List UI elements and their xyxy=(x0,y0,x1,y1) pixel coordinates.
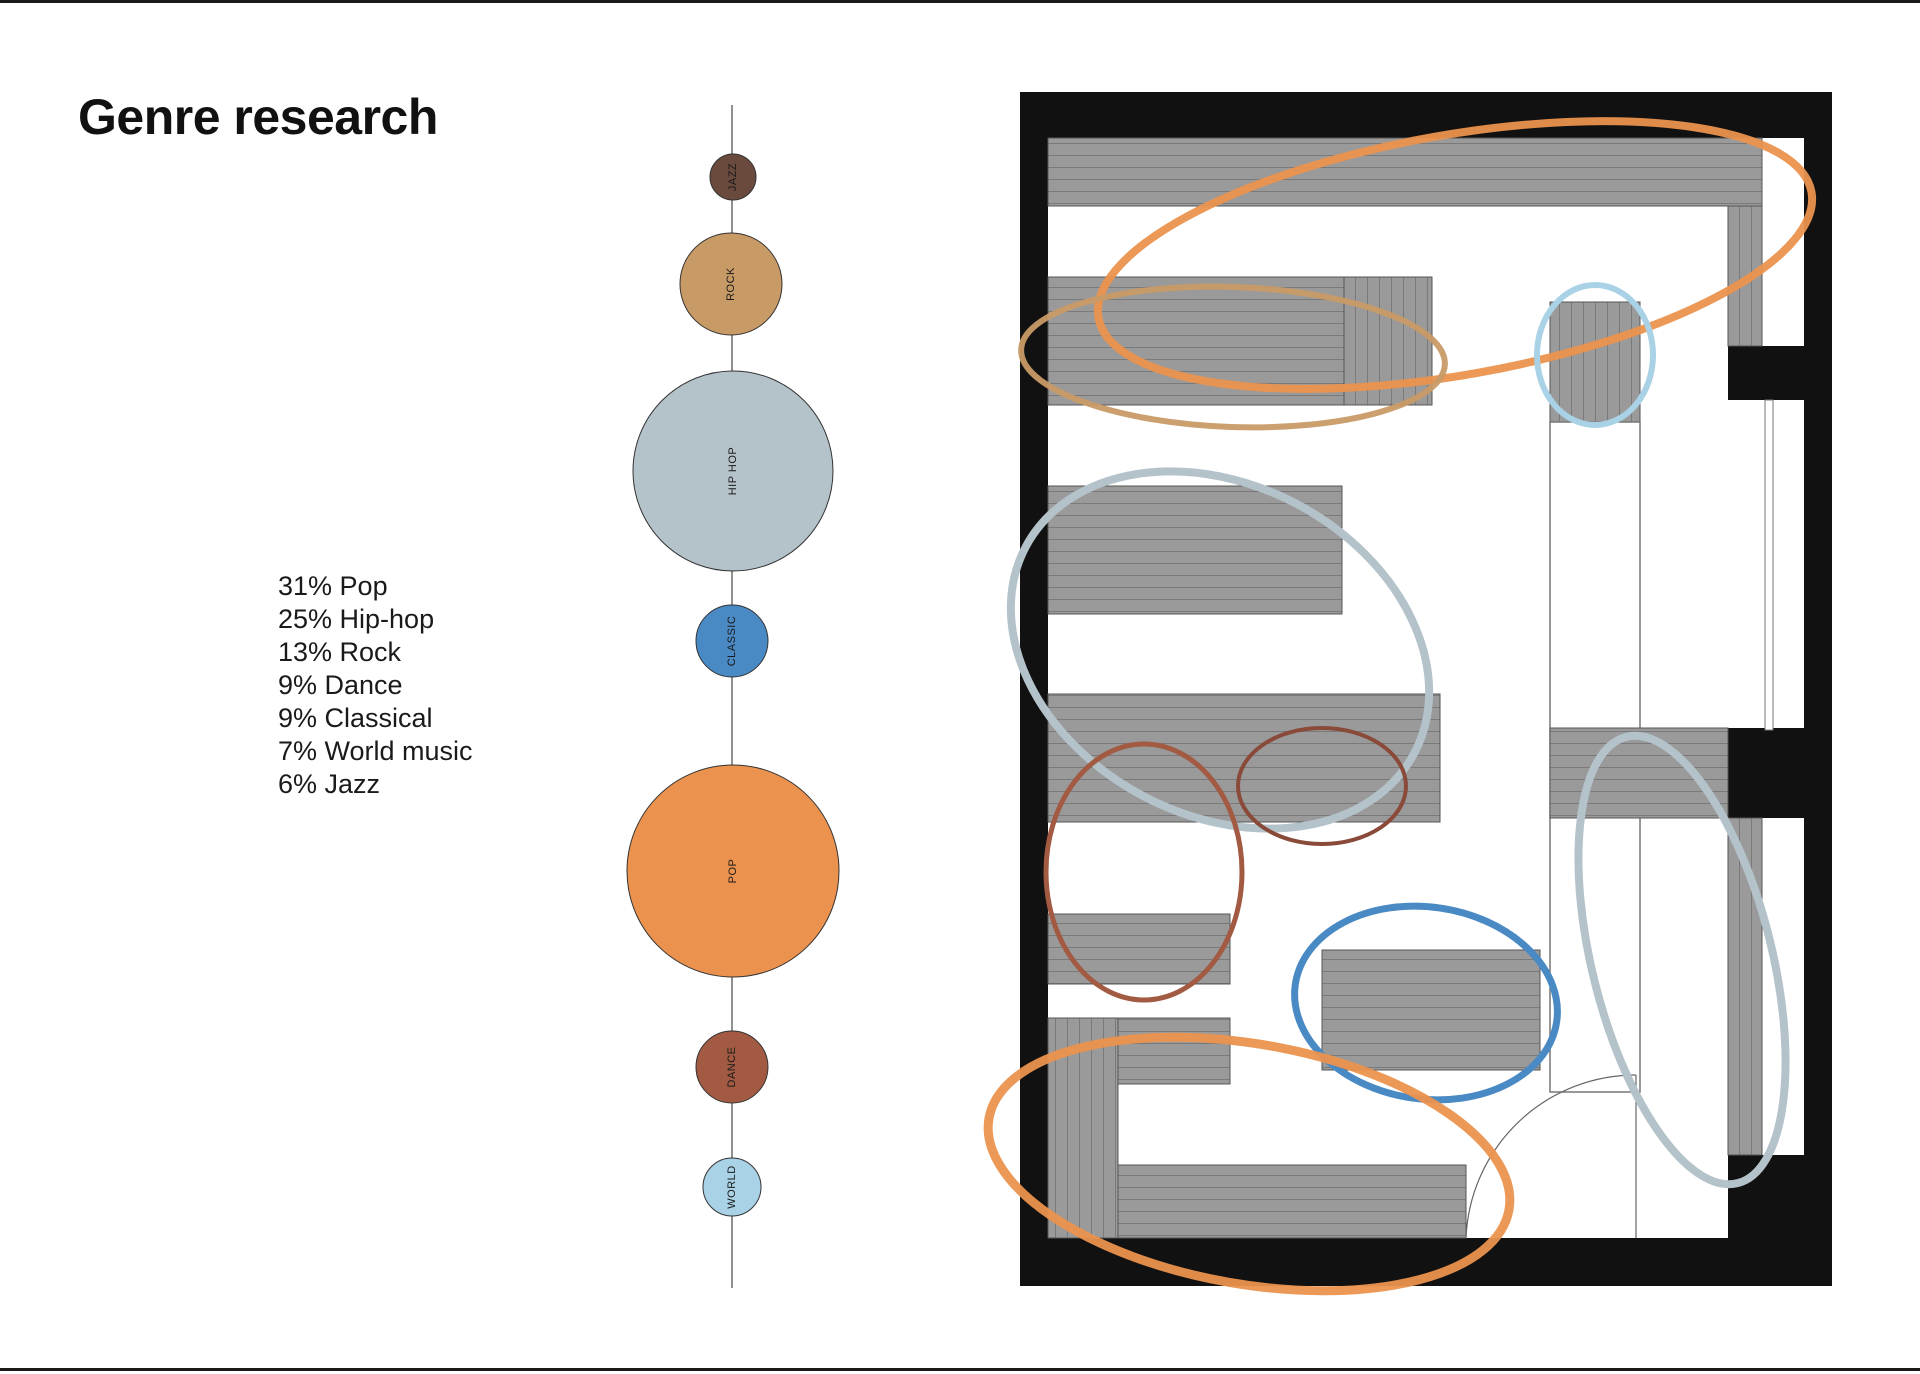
zone-rock xyxy=(1018,283,1448,431)
zone-jazz xyxy=(1236,726,1408,846)
bubble-dance: DANCE xyxy=(695,1030,769,1104)
zone-classic xyxy=(1291,902,1561,1104)
bubble-world: WORLD xyxy=(702,1157,762,1217)
genre-stats-list: 31% Pop 25% Hip-hop 13% Rock 9% Dance 9%… xyxy=(278,570,473,801)
zone-dance xyxy=(1043,741,1245,1003)
bubble-label-jazz: JAZZ xyxy=(727,163,739,191)
bubble-hiphop: HIP HOP xyxy=(632,370,834,572)
stat-dance: 9% Dance xyxy=(278,670,403,700)
bubble-classic: CLASSIC xyxy=(695,604,769,678)
plan-shelves xyxy=(1047,137,1774,1239)
bubble-label-rock: ROCK xyxy=(725,267,737,301)
zone-pop-bottom xyxy=(983,1032,1515,1296)
top-border xyxy=(0,0,1920,3)
bubble-label-classic: CLASSIC xyxy=(726,616,738,667)
bubble-rock: ROCK xyxy=(679,232,783,336)
bubble-label-world: WORLD xyxy=(726,1165,738,1208)
bubble-pop: POP xyxy=(626,764,840,978)
stat-pop: 31% Pop xyxy=(278,571,388,601)
bubble-label-hiphop: HIP HOP xyxy=(727,447,739,496)
zone-hiphop-left xyxy=(1006,467,1434,833)
bubble-jazz: JAZZ xyxy=(709,153,757,201)
bubble-label-pop: POP xyxy=(727,859,739,884)
zone-world xyxy=(1534,282,1656,428)
stat-world-music: 7% World music xyxy=(278,736,473,766)
bubble-label-dance: DANCE xyxy=(726,1046,738,1087)
zone-hiphop-right xyxy=(1574,731,1790,1189)
stat-rock: 13% Rock xyxy=(278,637,402,667)
bottom-border xyxy=(0,1368,1920,1371)
page-title: Genre research xyxy=(78,89,438,145)
genre-zones xyxy=(983,117,1817,1296)
stat-jazz: 6% Jazz xyxy=(278,769,381,799)
stat-hiphop: 25% Hip-hop xyxy=(278,604,435,634)
stat-classical: 9% Classical xyxy=(278,703,433,733)
zone-pop-top xyxy=(1093,117,1817,393)
